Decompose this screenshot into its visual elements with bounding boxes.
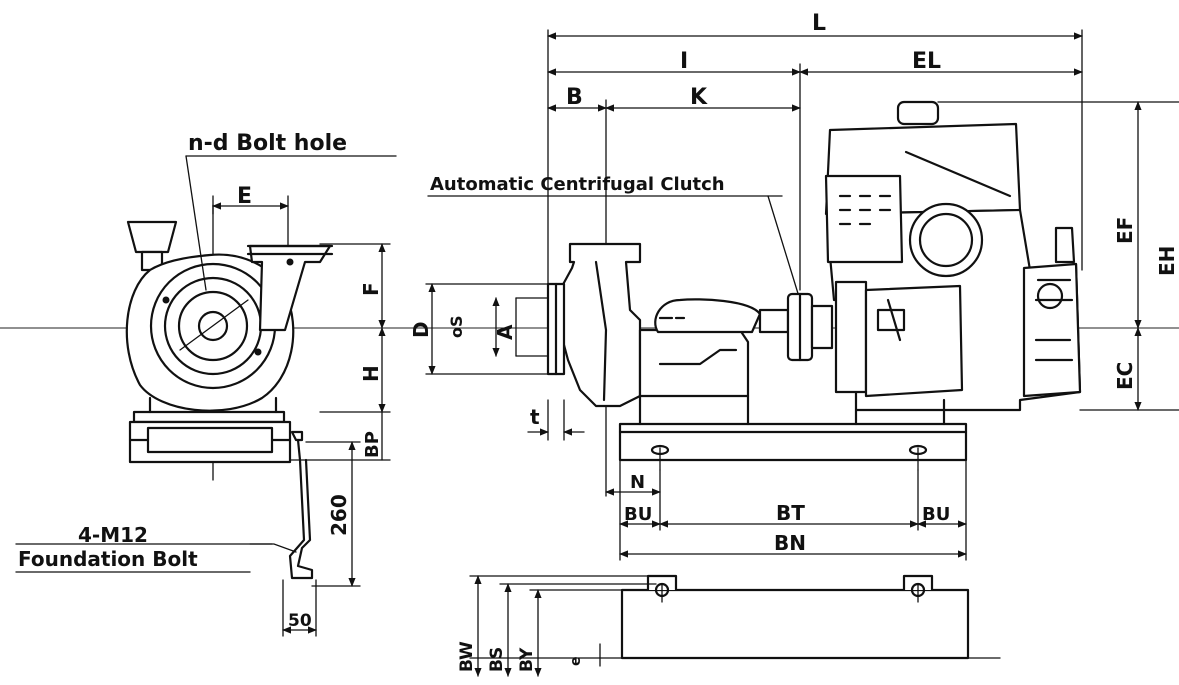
dim-label-N: N xyxy=(630,472,645,493)
dim-label-F: F xyxy=(359,282,383,296)
dim-label-BP: BP xyxy=(362,431,383,458)
side-view: L I EL B K Automatic Centrifugal Clutch xyxy=(409,11,1179,677)
dim-label-EC: EC xyxy=(1113,362,1137,390)
dim-label-EL: EL xyxy=(912,49,941,74)
dim-label-EH: EH xyxy=(1155,246,1179,276)
dim-label-BY: BY xyxy=(517,647,537,672)
end-view: E F H BP 260 50 n-d Bo xyxy=(0,131,1179,637)
dim-label-BN: BN xyxy=(774,531,806,555)
dim-label-E: E xyxy=(237,184,252,209)
engine xyxy=(824,100,1082,412)
dim-label-D: D xyxy=(409,321,433,338)
foundation-bolt-label: Foundation Bolt xyxy=(18,547,198,571)
dim-label-BW: BW xyxy=(457,641,477,672)
dim-label-e: e xyxy=(568,657,584,667)
dim-F-H-BP: F H BP xyxy=(289,243,391,461)
dim-label-A: A xyxy=(493,324,517,340)
end-view-base xyxy=(128,396,292,464)
pump-body xyxy=(546,242,790,408)
foundation-bolt-size-label: 4-M12 xyxy=(78,523,148,547)
clutch-label: Automatic Centrifugal Clutch xyxy=(430,174,725,195)
dim-label-B: B xyxy=(566,85,583,110)
dim-EF-EH-EC: EF EH EC xyxy=(937,101,1179,411)
bolt-hole-label: n-d Bolt hole xyxy=(188,131,347,156)
dim-260: 260 xyxy=(305,441,361,587)
coupling xyxy=(786,292,834,362)
dim-label-I: I xyxy=(680,49,688,74)
dim-label-BU-right: BU xyxy=(922,504,950,525)
dim-label-BS: BS xyxy=(487,647,507,672)
base-plan-view: BW BS BY e xyxy=(457,574,1001,677)
dim-label-EF: EF xyxy=(1113,217,1137,244)
dim-N-BU-BT-BN: N BU BT BU BN xyxy=(605,459,967,561)
dim-label-BT: BT xyxy=(776,501,805,525)
dim-D-S-A-t: D oS A t xyxy=(409,283,585,441)
dim-label-K: K xyxy=(690,85,708,110)
dim-label-t: t xyxy=(530,405,540,429)
dim-label-50: 50 xyxy=(288,611,312,631)
foundation-bolt xyxy=(288,430,314,580)
dim-E: E xyxy=(212,184,289,247)
base-frame xyxy=(618,394,968,471)
dim-label-260: 260 xyxy=(327,494,351,536)
volute-casing xyxy=(125,253,295,412)
dim-I-EL: I EL xyxy=(547,49,1083,291)
dim-label-H: H xyxy=(359,365,383,382)
discharge-nozzle xyxy=(246,244,334,332)
dim-label-BU-left: BU xyxy=(624,504,652,525)
dim-label-oS: oS xyxy=(447,315,466,338)
suction-box xyxy=(515,297,549,357)
dim-50: 50 xyxy=(282,579,317,637)
dim-label-L: L xyxy=(812,11,826,36)
